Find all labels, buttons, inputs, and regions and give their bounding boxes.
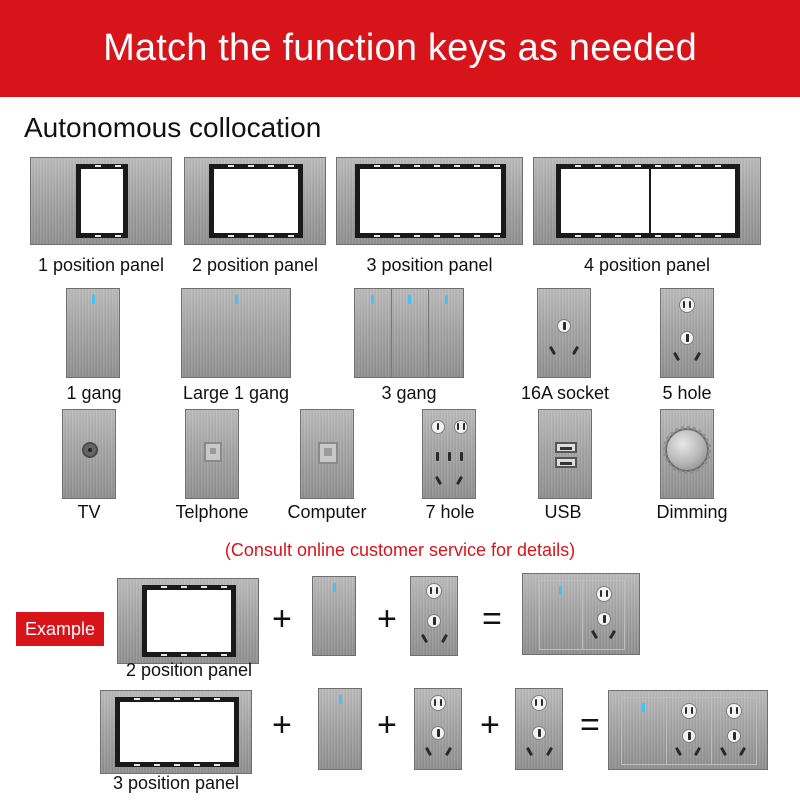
- module-7-hole[interactable]: [422, 409, 476, 499]
- panel-1-position-label: 1 position panel: [37, 255, 165, 275]
- example1-panel-label: 2 position panel: [125, 660, 253, 680]
- module-computer[interactable]: [300, 409, 354, 499]
- module-telephone-label: Telphone: [175, 502, 249, 522]
- example1-module-5-hole: [410, 576, 458, 656]
- panel-1-position[interactable]: [30, 157, 172, 245]
- panel-3-position[interactable]: [336, 157, 523, 245]
- equals-sign: =: [482, 600, 502, 638]
- example2-module-5-hole-a: [414, 688, 462, 770]
- module-computer-label: Computer: [287, 502, 367, 522]
- plus-sign: +: [272, 706, 292, 744]
- plus-sign: +: [272, 600, 292, 638]
- module-1-gang[interactable]: [66, 288, 120, 378]
- example2-panel-label: 3 position panel: [112, 773, 240, 793]
- telephone-jack-icon: [204, 442, 222, 462]
- module-dimming[interactable]: [660, 409, 714, 499]
- panel-2-position-label: 2 position panel: [191, 255, 319, 275]
- module-3-gang[interactable]: [354, 288, 464, 378]
- example1-panel-2-position: [117, 578, 259, 664]
- panel-2-position[interactable]: [184, 157, 326, 245]
- module-usb[interactable]: [538, 409, 592, 499]
- computer-jack-icon: [318, 442, 338, 464]
- module-telephone[interactable]: [185, 409, 239, 499]
- banner-title: Match the function keys as needed: [103, 27, 697, 69]
- section-title: Autonomous collocation: [24, 112, 322, 143]
- module-7-hole-label: 7 hole: [425, 502, 475, 522]
- module-5-hole-label: 5 hole: [662, 383, 712, 403]
- module-usb-label: USB: [544, 502, 582, 522]
- usb-icon: [555, 442, 577, 453]
- consult-note: (Consult online customer service for det…: [224, 540, 576, 560]
- module-dimming-label: Dimming: [656, 502, 728, 522]
- example-badge: Example: [16, 612, 104, 646]
- module-16a-socket-label: 16A socket: [520, 383, 610, 403]
- tv-jack-icon: [82, 442, 98, 458]
- module-5-hole[interactable]: [660, 288, 714, 378]
- socket-7-hole-icon: [431, 420, 445, 434]
- example2-panel-3-position: [100, 690, 252, 774]
- plus-sign: +: [480, 706, 500, 744]
- module-16a-socket[interactable]: [537, 288, 591, 378]
- example2-module-5-hole-b: [515, 688, 563, 770]
- header-banner: Match the function keys as needed: [0, 0, 800, 97]
- module-tv-label: TV: [77, 502, 101, 522]
- plus-sign: +: [377, 600, 397, 638]
- module-1-gang-label: 1 gang: [66, 383, 122, 403]
- module-3-gang-label: 3 gang: [381, 383, 437, 403]
- equals-sign: =: [580, 706, 600, 744]
- module-large-1-gang[interactable]: [181, 288, 291, 378]
- example1-result-panel: [522, 573, 640, 655]
- module-large-1-gang-label: Large 1 gang: [182, 383, 290, 403]
- panel-4-position[interactable]: [533, 157, 761, 245]
- panel-4-position-label: 4 position panel: [583, 255, 711, 275]
- example2-module-1-gang: [318, 688, 362, 770]
- panel-3-position-label: 3 position panel: [366, 255, 493, 275]
- plus-sign: +: [377, 706, 397, 744]
- example2-result-panel: [608, 690, 768, 770]
- module-tv[interactable]: [62, 409, 116, 499]
- example1-module-1-gang: [312, 576, 356, 656]
